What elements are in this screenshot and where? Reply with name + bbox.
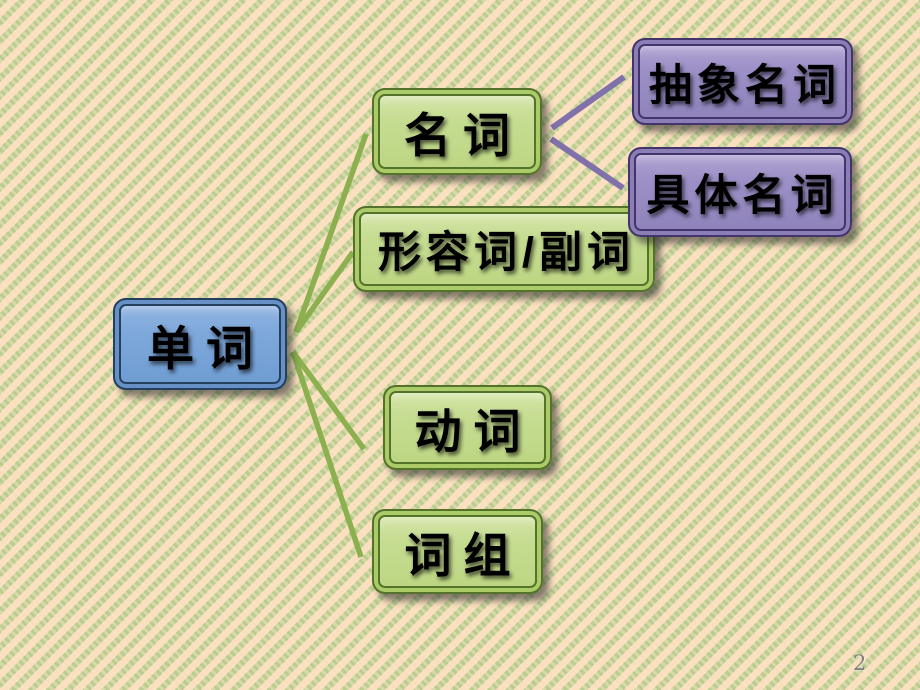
node-root-word: 单词 — [113, 298, 287, 390]
node-concrete-noun-label: 具体名词 — [646, 172, 839, 220]
node-root-word-label: 单词 — [147, 321, 265, 375]
node-phrase-label: 词组 — [404, 529, 523, 582]
page-number: 2 — [853, 651, 867, 675]
node-noun-label: 名词 — [404, 109, 522, 162]
node-phrase: 词组 — [372, 509, 543, 594]
node-adjective-adverb-label: 形容词/副词 — [378, 229, 635, 277]
node-concrete-noun: 具体名词 — [628, 147, 852, 237]
connector-root-to-phrase — [290, 351, 364, 558]
node-abstract-noun-label: 抽象名词 — [649, 61, 841, 110]
node-abstract-noun: 抽象名词 — [632, 38, 853, 125]
node-adjective-adverb: 形容词/副词 — [353, 206, 655, 292]
connector-noun-to-concrete — [549, 136, 625, 191]
node-verb: 动词 — [383, 385, 552, 470]
connector-root-to-adjadv — [293, 250, 356, 334]
node-noun: 名词 — [372, 88, 542, 175]
node-verb-label: 动词 — [414, 405, 533, 458]
connector-root-to-verb — [290, 350, 367, 451]
connector-noun-to-abstract — [550, 74, 626, 131]
